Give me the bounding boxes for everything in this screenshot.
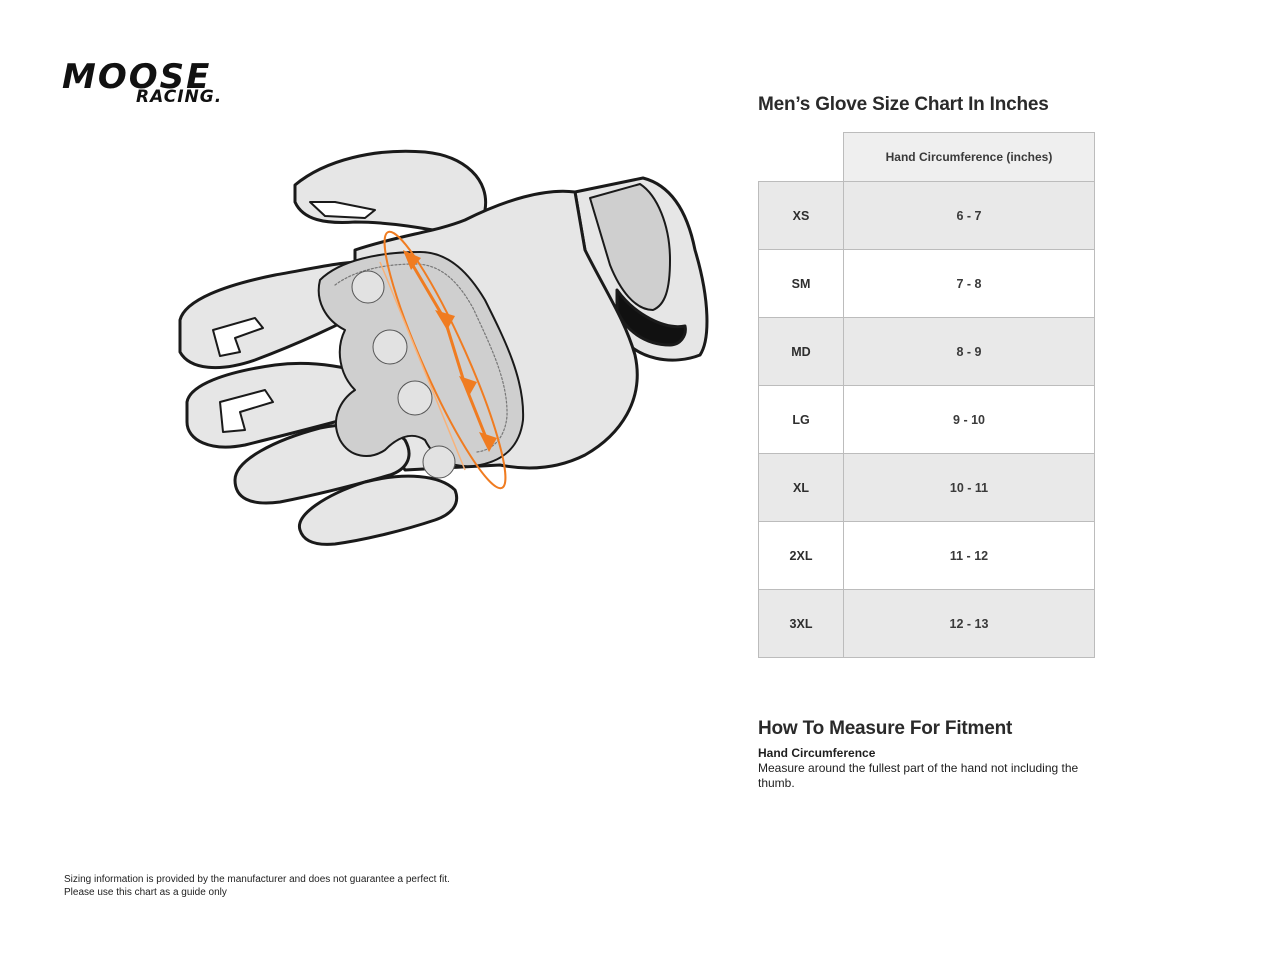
size-cell: MD <box>758 317 844 386</box>
size-cell: XL <box>758 453 844 522</box>
brand-logo: MOOSE RACING. <box>62 60 262 108</box>
table-row: MD 8 - 9 <box>758 317 1095 386</box>
measure-description: Measure around the fullest part of the h… <box>758 761 1079 790</box>
table-row: 3XL 12 - 13 <box>758 589 1095 658</box>
measure-title: How To Measure For Fitment <box>758 718 1013 739</box>
size-cell: XS <box>758 181 844 250</box>
header-blank-cell <box>758 132 844 182</box>
size-chart-table: Hand Circumference (inches) XS 6 - 7 SM … <box>758 132 1095 658</box>
range-cell: 12 - 13 <box>843 589 1095 658</box>
table-row: XS 6 - 7 <box>758 181 1095 250</box>
table-row: LG 9 - 10 <box>758 385 1095 454</box>
logo-subtext: RACING. <box>136 87 223 107</box>
disclaimer-line-1: Sizing information is provided by the ma… <box>64 874 450 885</box>
range-cell: 7 - 8 <box>843 249 1095 318</box>
measure-subtitle: Hand Circumference <box>758 746 876 760</box>
range-cell: 10 - 11 <box>843 453 1095 522</box>
table-row: 2XL 11 - 12 <box>758 521 1095 590</box>
table-row: XL 10 - 11 <box>758 453 1095 522</box>
glove-diagram-icon <box>178 149 709 546</box>
table-header-row: Hand Circumference (inches) <box>758 132 1095 182</box>
size-cell: LG <box>758 385 844 454</box>
range-cell: 11 - 12 <box>843 521 1095 590</box>
chart-title: Men’s Glove Size Chart In Inches <box>758 94 1049 115</box>
disclaimer: Sizing information is provided by the ma… <box>64 873 450 899</box>
range-cell: 8 - 9 <box>843 317 1095 386</box>
size-cell: 2XL <box>758 521 844 590</box>
disclaimer-line-2: Please use this chart as a guide only <box>64 887 227 898</box>
table-row: SM 7 - 8 <box>758 249 1095 318</box>
range-cell: 9 - 10 <box>843 385 1095 454</box>
logo-wordmark: MOOSE <box>62 57 212 97</box>
measure-section: How To Measure For Fitment Hand Circumfe… <box>758 718 1098 791</box>
size-cell: 3XL <box>758 589 844 658</box>
range-cell: 6 - 7 <box>843 181 1095 250</box>
arrow-down-icon <box>435 310 455 330</box>
size-cell: SM <box>758 249 844 318</box>
column-header: Hand Circumference (inches) <box>843 132 1095 182</box>
glove-illustration <box>165 140 725 560</box>
